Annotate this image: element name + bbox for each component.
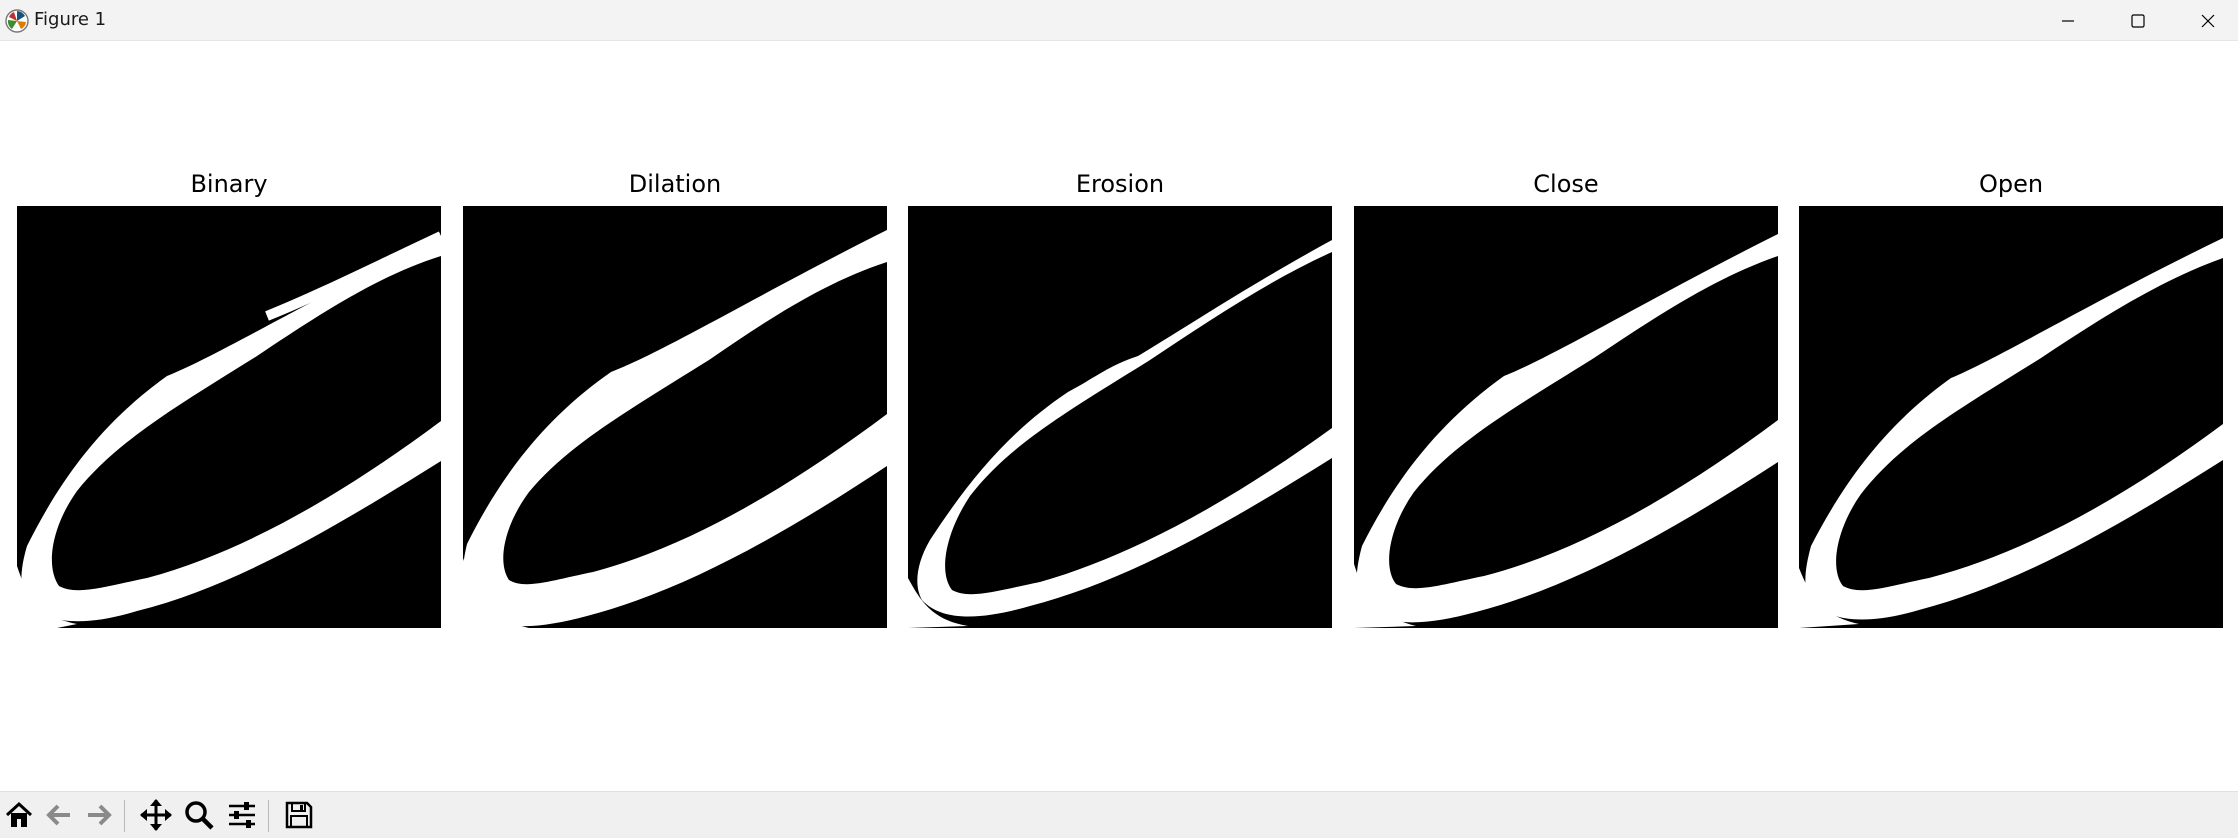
minimize-icon: [2062, 19, 2074, 22]
maximize-icon: [2131, 13, 2145, 28]
arrow-right-icon: [88, 804, 112, 826]
subplot-title: Dilation: [628, 170, 722, 198]
arrow-left-icon: [46, 804, 70, 826]
binary-image: [17, 206, 441, 628]
pan-button[interactable]: [137, 796, 175, 834]
back-button[interactable]: [40, 796, 78, 834]
window-title: Figure 1: [34, 9, 107, 30]
matplotlib-logo-icon: [5, 9, 29, 33]
toolbar-separator: [124, 800, 125, 832]
subplot-title: Open: [1978, 170, 2044, 198]
dilation-image: [463, 206, 887, 628]
maximize-button[interactable]: [2104, 0, 2172, 41]
magnifier-icon: [185, 801, 214, 830]
toolbar-separator: [268, 800, 269, 832]
window-titlebar: Figure 1: [0, 0, 2238, 41]
floppy-disk-icon: [285, 801, 313, 829]
zoom-button[interactable]: [180, 796, 218, 834]
subplot-title: Close: [1533, 170, 1599, 198]
close-image: [1354, 206, 1778, 628]
subplot-title: Binary: [190, 170, 268, 198]
home-button[interactable]: [0, 796, 38, 834]
home-icon: [5, 801, 33, 827]
subplot-title: Erosion: [1075, 170, 1165, 198]
erosion-image: [908, 206, 1332, 628]
figure-canvas[interactable]: Binary Dilation Erosion Close: [0, 41, 2238, 791]
forward-button[interactable]: [80, 796, 118, 834]
move-icon: [140, 799, 172, 831]
close-button[interactable]: [2174, 0, 2238, 41]
close-icon: [2201, 14, 2215, 27]
open-image: [1799, 206, 2223, 628]
navigation-toolbar: [0, 791, 2238, 838]
save-button[interactable]: [280, 796, 318, 834]
configure-subplots-button[interactable]: [223, 796, 261, 834]
minimize-button[interactable]: [2034, 0, 2102, 41]
sliders-icon: [229, 802, 255, 828]
